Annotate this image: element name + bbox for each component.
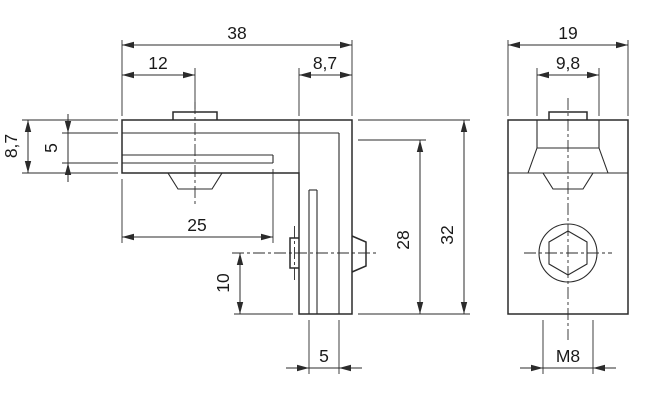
bracket-outline (121, 119, 353, 315)
side-outline (507, 119, 629, 315)
dimension-labels: 38 12 8,7 8,7 5 25 10 28 32 5 19 9,8 M8 (1, 23, 580, 366)
dim-inner-height: 28 (393, 230, 413, 249)
screw-head-profile (542, 172, 594, 190)
dim-arm-thickness-left: 8,7 (1, 134, 21, 158)
extension-lines (22, 40, 629, 374)
dim-arm-thickness-top: 8,7 (313, 53, 337, 73)
dimension-lines (24, 41, 628, 372)
dim-total-height: 32 (437, 225, 457, 244)
dim-total-width: 38 (227, 23, 246, 43)
tenon-chamfer (527, 147, 538, 174)
side-view-bracket (507, 98, 629, 340)
dim-slot-length: 25 (187, 215, 206, 235)
front-view-bracket (121, 102, 378, 315)
screw-head-side (351, 235, 367, 273)
dim-tenon-width: 9,8 (556, 53, 580, 73)
screw-head-front (167, 172, 223, 190)
tenon-chamfer (598, 147, 609, 174)
side-top-tenon (548, 111, 588, 120)
dim-hole-offset: 10 (213, 273, 233, 293)
dim-total-depth: 19 (558, 23, 577, 43)
dim-slot-opening-bottom: 5 (319, 346, 329, 366)
dim-thread: M8 (556, 346, 580, 366)
dim-tenon-offset: 12 (148, 53, 167, 73)
dim-slot-opening-left: 5 (41, 143, 61, 153)
